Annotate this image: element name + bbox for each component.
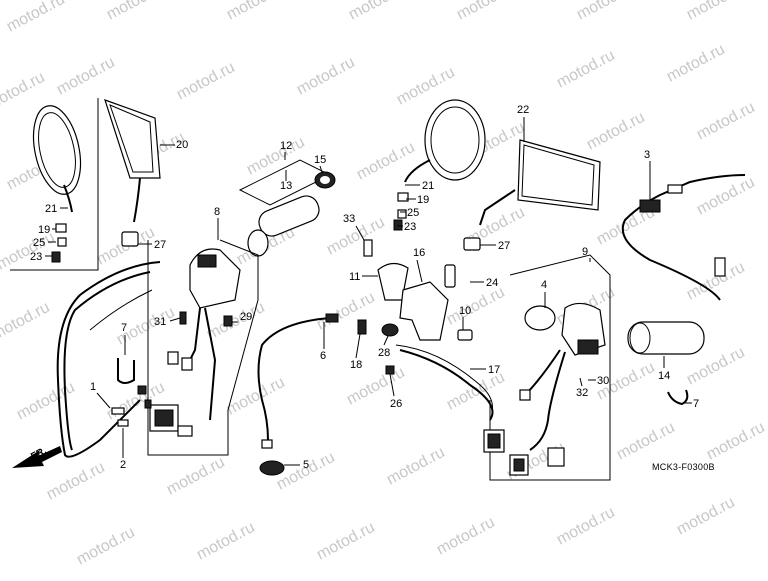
part-callout-11: 11 [349, 271, 360, 283]
watermark-text: motod.ru [314, 289, 378, 334]
watermark-text: motod.ru [14, 379, 78, 424]
watermark-text: motod.ru [204, 299, 268, 344]
callout-leader [319, 165, 323, 173]
callout-leader [416, 259, 423, 283]
clutch-lever-group [357, 239, 494, 421]
part-callout-15: 15 [314, 154, 326, 166]
watermark-text: motod.ru [346, 0, 410, 24]
part-callout-24: 24 [486, 277, 498, 289]
part-callout-2: 2 [120, 459, 126, 471]
part-callout-33: 33 [343, 213, 355, 225]
watermark-text: motod.ru [664, 41, 728, 86]
part-callout-7: 7 [693, 398, 699, 410]
part-callout-31: 31 [154, 316, 166, 328]
callout-leader [383, 335, 389, 346]
watermark-text: motod.ru [224, 374, 288, 419]
watermark-text: motod.ru [174, 59, 238, 104]
watermark-text: motod.ru [324, 214, 388, 259]
watermark-text: motod.ru [194, 519, 258, 564]
part-callout-14: 14 [658, 370, 670, 382]
part-callout-7: 7 [121, 322, 127, 334]
watermark-text: motod.ru [54, 54, 118, 99]
watermark-text: motod.ru [674, 494, 738, 539]
watermark-text: motod.ru [454, 0, 518, 24]
watermark-text: motod.ru [584, 109, 648, 154]
part-callout-6: 6 [320, 350, 326, 362]
part-callout-28: 28 [378, 347, 390, 359]
part-callout-21: 21 [422, 180, 434, 192]
watermark-text: motod.ru [554, 504, 618, 549]
part-callout-25: 25 [33, 237, 45, 249]
part-callout-19: 19 [38, 224, 50, 236]
part-callout-10: 10 [459, 305, 471, 317]
callout-leader [96, 392, 111, 409]
callout-leader [579, 377, 583, 387]
part-callout-23: 23 [404, 221, 416, 233]
front-direction-indicator [12, 446, 62, 468]
callout-leader [355, 225, 365, 241]
part-callout-18: 18 [350, 359, 362, 371]
part-callout-32: 32 [576, 387, 588, 399]
callout-leaders [45, 117, 692, 466]
throttle-grip-group [238, 159, 336, 257]
watermark-text: motod.ru [704, 419, 768, 464]
part-callout-12: 12 [280, 140, 292, 152]
watermark-text: motod.ru [274, 449, 338, 494]
part-callout-25: 25 [407, 207, 419, 219]
watermark-text: motod.ru [444, 284, 508, 329]
part-callout-27: 27 [498, 240, 510, 252]
part-callout-13: 13 [280, 180, 292, 192]
watermark-text: motod.ru [314, 519, 378, 564]
watermark-text: motod.ru [554, 47, 618, 92]
watermark-text: motod.ru [574, 0, 638, 24]
watermark-text: motod.ru [104, 0, 168, 24]
callout-leader [169, 317, 181, 322]
right-mirror-group [393, 99, 601, 251]
part-callout-30: 30 [597, 375, 609, 387]
part-callout-8: 8 [214, 206, 220, 218]
throttle-cables-group [56, 261, 161, 458]
part-callout-9: 9 [582, 246, 588, 258]
callout-leader [389, 373, 395, 397]
watermark-text: motod.ru [0, 69, 48, 114]
watermark-text: motod.ru [694, 99, 758, 144]
watermark-text: motod.ru [684, 0, 748, 24]
watermark-text: motod.ru [384, 444, 448, 489]
left-mirror-group [10, 98, 161, 271]
watermark-text: motod.ru [4, 0, 68, 36]
watermark-text: motod.ru [434, 514, 498, 559]
part-callout-1: 1 [90, 381, 96, 393]
part-callout-16: 16 [413, 247, 425, 259]
part-callout-21: 21 [45, 203, 57, 215]
part-callout-27: 27 [154, 239, 166, 251]
part-callout-19: 19 [417, 194, 429, 206]
watermark-text: motod.ru [224, 0, 288, 24]
part-callout-17: 17 [488, 364, 500, 376]
callout-labels: 2021192523271213158293171265331116241018… [30, 104, 699, 471]
part-callout-4: 4 [541, 279, 547, 291]
clutch-cable-group [257, 313, 339, 476]
callout-leader [355, 333, 361, 359]
watermark-text: motod.ru [694, 174, 758, 219]
part-callout-22: 22 [517, 104, 529, 116]
watermark-text: motod.ru [74, 524, 138, 569]
watermark-text: motod.ru [44, 459, 108, 504]
watermark-text: motod.ru [614, 419, 678, 464]
part-callout-23: 23 [30, 251, 42, 263]
left-switch-group [483, 254, 611, 481]
part-callout-3: 3 [644, 149, 650, 161]
watermark-text: motod.ru [0, 299, 53, 344]
part-callout-26: 26 [390, 398, 402, 410]
watermark-text: motod.ru [294, 54, 358, 99]
cable-clip-left [117, 358, 135, 384]
right-switch-group [147, 239, 259, 456]
part-callout-29: 29 [240, 311, 252, 323]
diagram-code: MCK3-F0300B [652, 462, 715, 472]
left-grip-group [627, 321, 705, 406]
part-callout-5: 5 [303, 459, 309, 471]
part-callout-20: 20 [176, 139, 188, 151]
watermark-text: motod.ru [164, 454, 228, 499]
